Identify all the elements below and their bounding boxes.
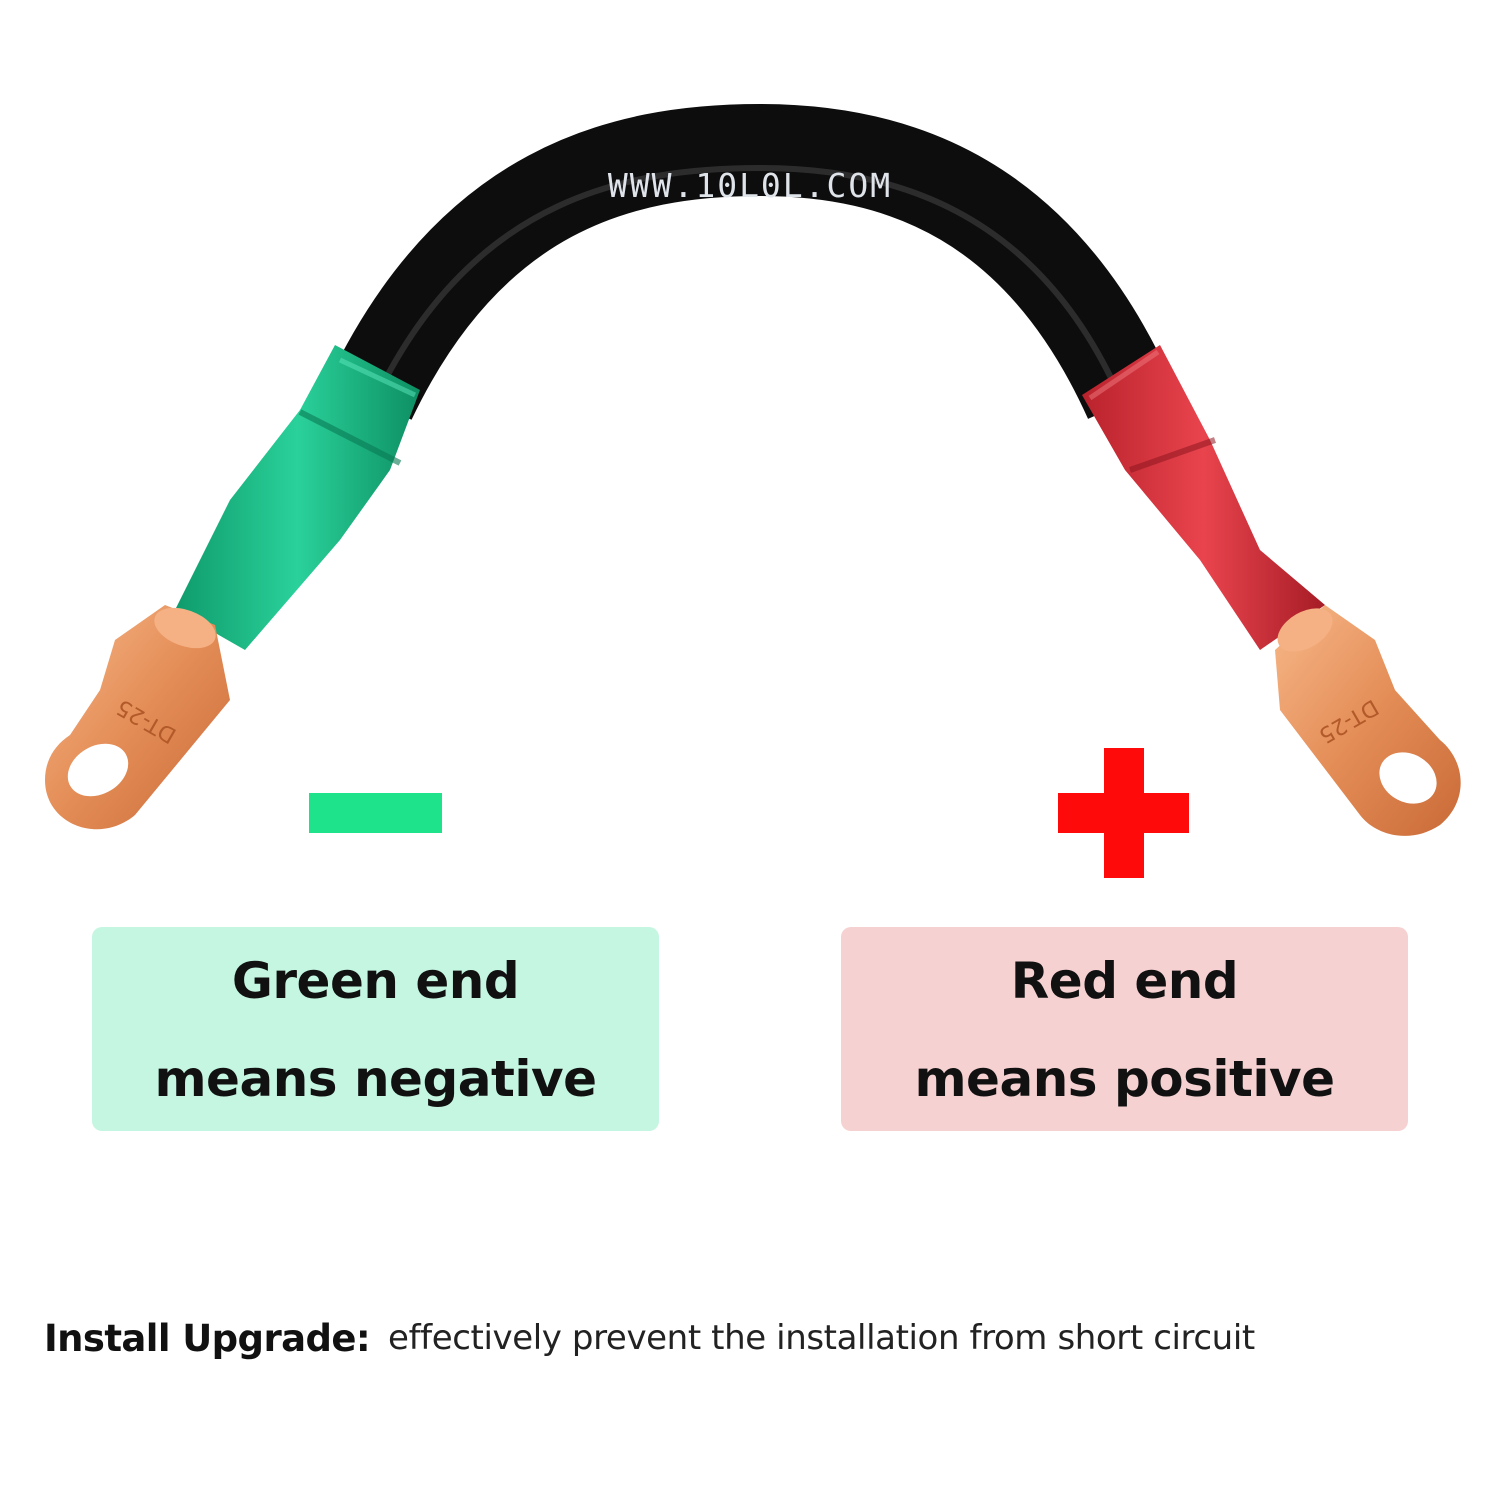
cable-jacket	[328, 103, 1172, 421]
positive-sleeve	[1082, 345, 1325, 650]
negative-label-box: Green end means negative	[92, 927, 659, 1131]
cable-jacket-highlight	[382, 164, 1115, 382]
negative-sign-icon	[309, 793, 442, 833]
positive-label-line2: means positive	[914, 1050, 1335, 1108]
negative-copper-lug: DT-25	[45, 605, 230, 830]
install-upgrade-heading: Install Upgrade:	[44, 1316, 371, 1360]
positive-label-line1: Red end	[1010, 952, 1239, 1010]
negative-label-line1: Green end	[231, 952, 520, 1010]
positive-sign-bar-vertical	[1104, 748, 1144, 878]
negative-label-line2: means negative	[154, 1050, 597, 1108]
negative-sleeve	[175, 345, 420, 650]
positive-copper-lug: DT-25	[1275, 605, 1461, 836]
cable-print-text: WWW.10L0L.COM	[608, 166, 892, 205]
install-upgrade-note: Install Upgrade: effectively prevent the…	[44, 1308, 1474, 1368]
positive-label-box: Red end means positive	[841, 927, 1408, 1131]
battery-cable-image: WWW.10L0L.COM DT-25 DT-25	[45, 103, 1461, 836]
install-upgrade-text: effectively prevent the installation fro…	[388, 1318, 1255, 1358]
